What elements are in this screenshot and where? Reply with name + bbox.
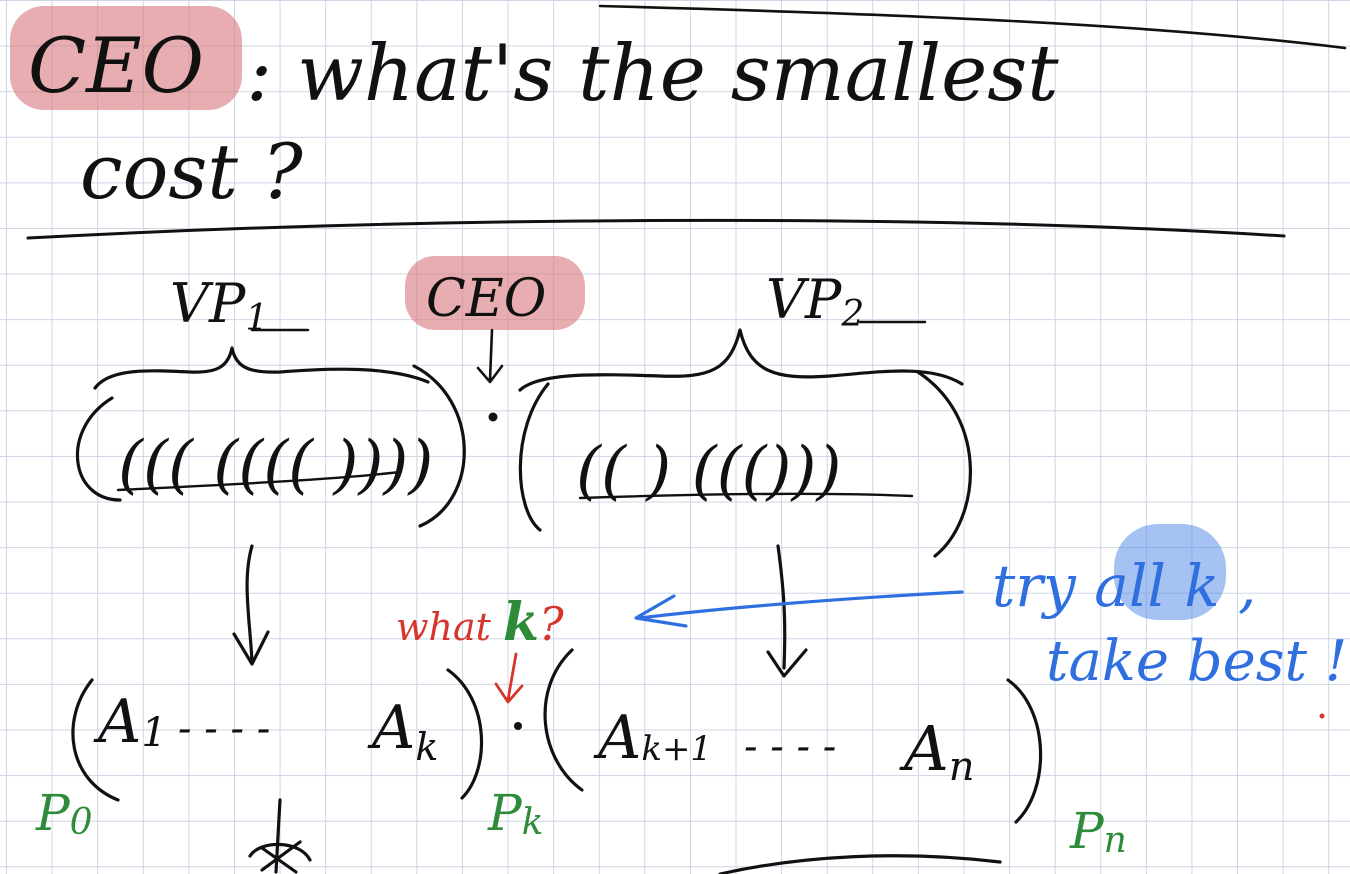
vp1-brace <box>93 346 430 390</box>
ruled-top-line <box>598 4 1347 50</box>
ceo-node-highlight <box>405 256 585 330</box>
dashes-left: - - - - <box>178 706 270 752</box>
matrix-an: An <box>899 712 975 790</box>
vp2-open-bracket <box>518 382 550 532</box>
left-group-open-paren <box>71 678 120 802</box>
left-down-arrow <box>232 544 270 666</box>
bottom-scribble <box>248 798 312 874</box>
ceo-node-label: CEO <box>426 269 546 329</box>
vp2-close-bracket <box>916 370 972 558</box>
red-dot <box>1319 713 1325 719</box>
right-group-close-paren <box>1006 678 1043 824</box>
vp2-label: VP2 <box>766 268 864 335</box>
vp1-open-bracket <box>75 396 122 502</box>
matrix-a1: A1 <box>93 687 167 757</box>
ceo-highlight <box>10 6 242 110</box>
try-all-arrow <box>634 590 964 628</box>
heading-ceo-word: CEO <box>28 21 204 110</box>
left-group-close-paren <box>446 668 484 800</box>
vp1-baseline <box>116 470 402 492</box>
take-best-annotation: take best ! <box>1046 629 1347 694</box>
bottom-brace-fragment <box>718 854 1002 874</box>
vp2-baseline <box>578 492 914 500</box>
try-all-annotation: try all k , <box>992 552 1256 620</box>
divider-line <box>26 218 1286 240</box>
vp1-close-bracket <box>412 364 466 528</box>
mult-dot <box>514 722 522 730</box>
dashes-right: - - - - <box>744 724 836 770</box>
right-down-arrow <box>766 544 808 678</box>
dim-pk: Pk <box>487 784 543 843</box>
vp1-label: VP1 <box>170 272 268 339</box>
what-k-annotation: what k? <box>396 592 564 653</box>
vp2-brace <box>518 328 964 392</box>
what-k-arrow <box>494 652 524 704</box>
ceo-split-arrow <box>476 328 504 384</box>
vp1-parenthesization: ((( (((( )))) <box>118 428 433 502</box>
matrix-ak: Ak <box>367 693 438 769</box>
all-highlight <box>1114 524 1226 620</box>
heading-question-line2: cost ? <box>80 127 304 216</box>
heading-question-line1: : what's the smallest <box>246 29 1059 119</box>
split-point <box>488 412 498 422</box>
matrix-ak1: Ak+1 <box>593 703 712 773</box>
right-group-open-paren <box>543 648 584 792</box>
dim-p0: P0 <box>35 784 93 843</box>
dim-pn: Pn <box>1069 802 1127 861</box>
